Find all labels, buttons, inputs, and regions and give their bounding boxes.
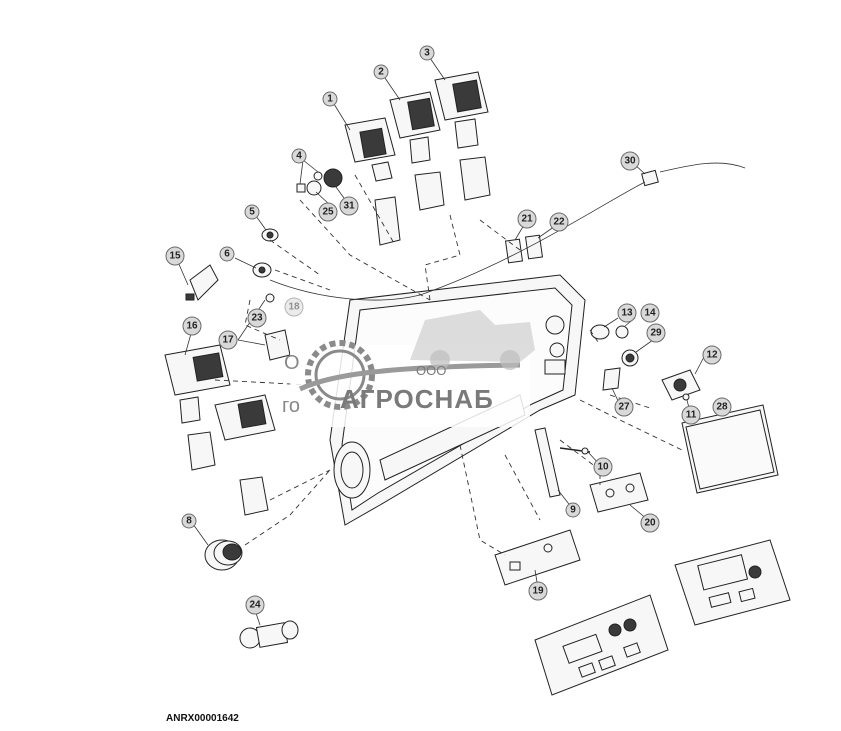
callout-18: 18 — [284, 297, 304, 317]
callout-9: 9 — [565, 502, 581, 518]
switch-12 — [661, 369, 701, 401]
screw-10 — [559, 447, 591, 455]
callout-19: 19 — [528, 581, 548, 601]
svg-text:30: 30 — [624, 156, 636, 167]
harvester-logo-icon — [410, 310, 535, 370]
cable-30 — [269, 162, 746, 301]
callout-22: 22 — [549, 212, 569, 232]
svg-text:23: 23 — [251, 313, 263, 324]
cover-28 — [681, 404, 779, 494]
callout-29: 29 — [646, 323, 666, 343]
ring-14 — [615, 325, 629, 339]
bracket-15 — [185, 264, 219, 301]
callout-24: 24 — [245, 595, 265, 615]
svg-text:19: 19 — [532, 586, 544, 597]
figure-code: ANRX00001642 — [166, 713, 239, 724]
svg-text:12: 12 — [706, 350, 718, 361]
callout-11: 11 — [681, 405, 701, 425]
svg-text:8: 8 — [186, 516, 192, 527]
svg-text:24: 24 — [249, 600, 261, 611]
plate-19 — [494, 529, 581, 586]
svg-text:21: 21 — [521, 214, 533, 225]
watermark-prefix: ООО — [416, 363, 447, 378]
rocker-switch-3 — [434, 71, 491, 201]
svg-text:22: 22 — [553, 217, 565, 228]
svg-text:16: 16 — [186, 321, 198, 332]
callout-10: 10 — [593, 457, 613, 477]
socket-8 — [204, 539, 243, 571]
svg-text:9: 9 — [570, 505, 576, 516]
callout-27: 27 — [614, 397, 634, 417]
svg-text:17: 17 — [222, 335, 234, 346]
rocker-switch-1 — [344, 117, 401, 246]
callout-21: 21 — [517, 209, 537, 229]
watermark-fragment-top: О — [284, 352, 300, 374]
svg-text:10: 10 — [597, 462, 609, 473]
svg-text:4: 4 — [296, 151, 302, 162]
callout-23: 23 — [247, 308, 267, 328]
callout-8: 8 — [181, 513, 197, 529]
callout-15: 15 — [165, 246, 185, 266]
watermark-company-name: АГРОСНАБ — [340, 384, 494, 414]
svg-text:27: 27 — [618, 402, 630, 413]
bracket-27 — [602, 367, 621, 391]
svg-text:20: 20 — [644, 518, 656, 529]
connector-6 — [252, 262, 272, 278]
connector-5 — [261, 228, 279, 242]
callout-16: 16 — [182, 316, 202, 336]
screw-11 — [682, 393, 690, 401]
callout-25: 25 — [318, 202, 338, 222]
instrument-panel-right — [674, 539, 791, 626]
callout-12: 12 — [702, 345, 722, 365]
plate-20 — [589, 472, 649, 513]
watermark-fragment-bottom: го — [282, 395, 300, 417]
svg-text:31: 31 — [343, 201, 355, 212]
svg-text:18: 18 — [288, 302, 300, 313]
bulb-13 — [590, 324, 610, 340]
callout-5: 5 — [244, 204, 260, 220]
callout-1: 1 — [322, 91, 338, 107]
svg-text:13: 13 — [621, 308, 633, 319]
svg-text:29: 29 — [650, 328, 662, 339]
callout-28: 28 — [712, 397, 732, 417]
svg-text:28: 28 — [716, 402, 728, 413]
svg-text:25: 25 — [322, 207, 334, 218]
callout-31: 31 — [339, 196, 359, 216]
strip-9 — [534, 427, 561, 498]
socket-24 — [239, 620, 299, 649]
svg-text:2: 2 — [378, 67, 384, 78]
switch-block-16 — [164, 344, 231, 471]
svg-text:5: 5 — [249, 207, 255, 218]
callout-30: 30 — [620, 151, 640, 171]
assembly-lines — [214, 174, 683, 556]
gear-logo-icon — [298, 340, 521, 410]
svg-text:6: 6 — [224, 249, 230, 260]
svg-text:15: 15 — [169, 251, 181, 262]
clip-21 — [504, 238, 524, 264]
svg-text:11: 11 — [686, 410, 697, 421]
callout-13: 13 — [617, 303, 637, 323]
knob-parts — [296, 168, 343, 196]
callout-2: 2 — [373, 64, 389, 80]
callout-3: 3 — [419, 45, 435, 61]
switch-block-lower — [214, 394, 276, 516]
watermark — [290, 310, 535, 427]
rocker-switch-2 — [389, 91, 445, 211]
callout-17: 17 — [218, 330, 238, 350]
svg-text:1: 1 — [327, 94, 333, 105]
svg-text:3: 3 — [424, 48, 430, 59]
callout-6: 6 — [219, 246, 235, 262]
svg-text:14: 14 — [644, 308, 656, 319]
clip-23 — [264, 293, 291, 361]
callout-4: 4 — [291, 148, 307, 164]
callout-14: 14 — [640, 303, 660, 323]
cap-29 — [621, 349, 639, 367]
instrument-panel-left — [534, 594, 669, 696]
callout-20: 20 — [640, 513, 660, 533]
